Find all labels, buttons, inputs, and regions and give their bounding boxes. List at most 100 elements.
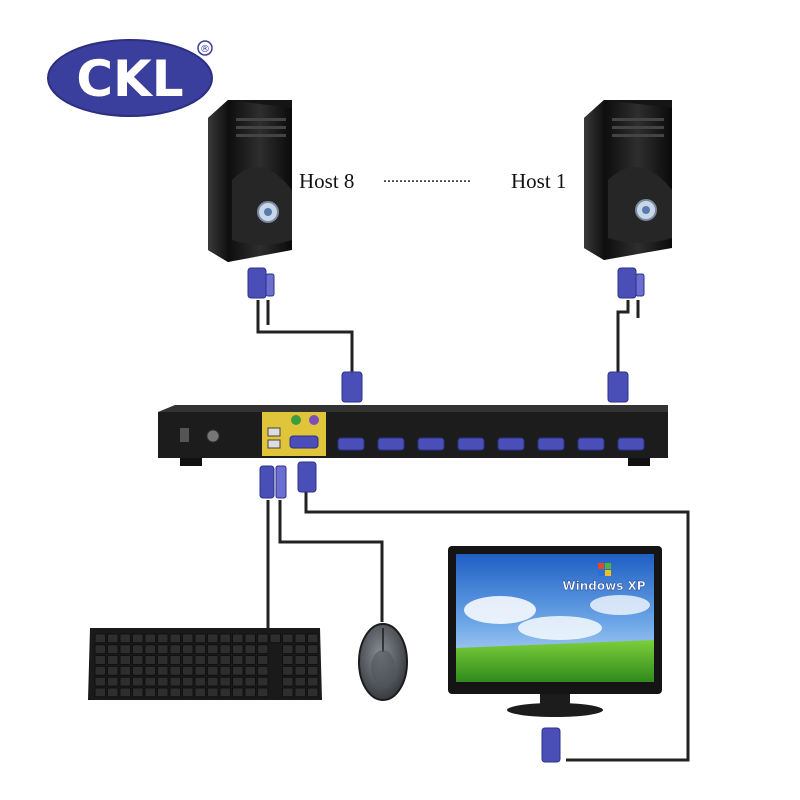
keyboard-key xyxy=(244,676,256,687)
keyboard-key xyxy=(119,676,131,687)
keyboard-key xyxy=(169,676,181,687)
keyboard-key xyxy=(107,666,119,676)
keyboard-key xyxy=(257,644,269,654)
keyboard-key xyxy=(294,633,306,644)
monitor: Windows XP xyxy=(448,546,662,717)
keyboard-key xyxy=(207,655,219,665)
keyboard-key xyxy=(207,644,219,654)
host-8-tower xyxy=(208,100,292,262)
keyboard-key xyxy=(269,633,281,644)
keyboard-key xyxy=(182,687,194,698)
keyboard-key xyxy=(194,655,206,665)
keyboard-key xyxy=(132,676,144,687)
keyboard-key xyxy=(294,655,306,665)
keyboard-key xyxy=(132,687,144,698)
keyboard-key xyxy=(119,687,131,698)
keyboard-key xyxy=(244,655,256,665)
keyboard-key xyxy=(244,666,256,676)
keyboard-key xyxy=(132,655,144,665)
keyboard-key xyxy=(282,687,294,698)
keyboard-key xyxy=(157,687,169,698)
ckl-logo: CKL ® xyxy=(47,39,213,117)
keyboard-key xyxy=(207,666,219,676)
keyboard-key xyxy=(232,687,244,698)
keyboard-key xyxy=(257,676,269,687)
keyboard-key xyxy=(94,655,106,665)
keyboard-key xyxy=(207,633,219,644)
keyboard-key xyxy=(144,666,156,676)
keyboard-key xyxy=(132,644,144,654)
keyboard-key xyxy=(157,666,169,676)
windows-logo-icon xyxy=(598,563,611,576)
keyboard-key xyxy=(119,666,131,676)
host-1-tower xyxy=(584,100,672,260)
keyboard-key xyxy=(94,676,106,687)
keyboard-key xyxy=(182,666,194,676)
keyboard-key xyxy=(219,676,231,687)
keyboard-key xyxy=(94,687,106,698)
keyboard-key xyxy=(257,655,269,665)
keyboard-key xyxy=(94,666,106,676)
keyboard-key xyxy=(94,633,106,644)
keyboard xyxy=(88,628,322,700)
keyboard-key xyxy=(307,666,319,676)
keyboard-key xyxy=(132,666,144,676)
keyboard-key xyxy=(144,687,156,698)
keyboard-key xyxy=(107,687,119,698)
keyboard-key xyxy=(157,644,169,654)
keyboard-key xyxy=(132,633,144,644)
keyboard-key xyxy=(282,644,294,654)
keyboard-key xyxy=(194,644,206,654)
keyboard-key xyxy=(182,655,194,665)
keyboard-key xyxy=(144,644,156,654)
keyboard-key xyxy=(307,676,319,687)
keyboard-key xyxy=(119,655,131,665)
console-cables xyxy=(266,490,690,762)
keyboard-key xyxy=(194,676,206,687)
keyboard-key xyxy=(169,687,181,698)
keyboard-key xyxy=(207,687,219,698)
keyboard-key xyxy=(294,676,306,687)
host-8-label: Host 8 xyxy=(299,169,355,193)
keyboard-key xyxy=(219,687,231,698)
keyboard-key xyxy=(257,687,269,698)
host-cables xyxy=(256,300,640,374)
keyboard-key xyxy=(144,655,156,665)
keyboard-key xyxy=(219,655,231,665)
keyboard-key xyxy=(219,666,231,676)
keyboard-key xyxy=(182,676,194,687)
keyboard-key xyxy=(169,644,181,654)
keyboard-key xyxy=(307,687,319,698)
keyboard-key xyxy=(282,676,294,687)
keyboard-key xyxy=(219,633,231,644)
vga-connector-icon xyxy=(259,461,561,763)
keyboard-key xyxy=(232,676,244,687)
keyboard-key xyxy=(219,644,231,654)
keyboard-key xyxy=(294,644,306,654)
keyboard-key xyxy=(157,633,169,644)
keyboard-key xyxy=(282,633,294,644)
keyboard-key xyxy=(144,633,156,644)
keyboard-key xyxy=(232,666,244,676)
keyboard-key xyxy=(107,676,119,687)
keyboard-key xyxy=(244,687,256,698)
keyboard-key xyxy=(157,655,169,665)
keyboard-key xyxy=(119,644,131,654)
keyboard-key xyxy=(232,655,244,665)
keyboard-key xyxy=(307,655,319,665)
registered-mark: ® xyxy=(200,44,210,55)
keyboard-key xyxy=(169,655,181,665)
keyboard-key xyxy=(107,644,119,654)
keyboard-key xyxy=(294,666,306,676)
keyboard-key xyxy=(207,676,219,687)
power-switch-icon xyxy=(180,428,189,442)
mouse xyxy=(358,623,408,701)
host-1-label: Host 1 xyxy=(511,169,567,193)
host-range-connector: ...................... xyxy=(383,169,471,186)
keyboard-key xyxy=(257,666,269,676)
keyboard-key xyxy=(144,676,156,687)
keyboard-key xyxy=(119,633,131,644)
keyboard-key xyxy=(169,633,181,644)
vga-connector-icon xyxy=(247,267,645,403)
